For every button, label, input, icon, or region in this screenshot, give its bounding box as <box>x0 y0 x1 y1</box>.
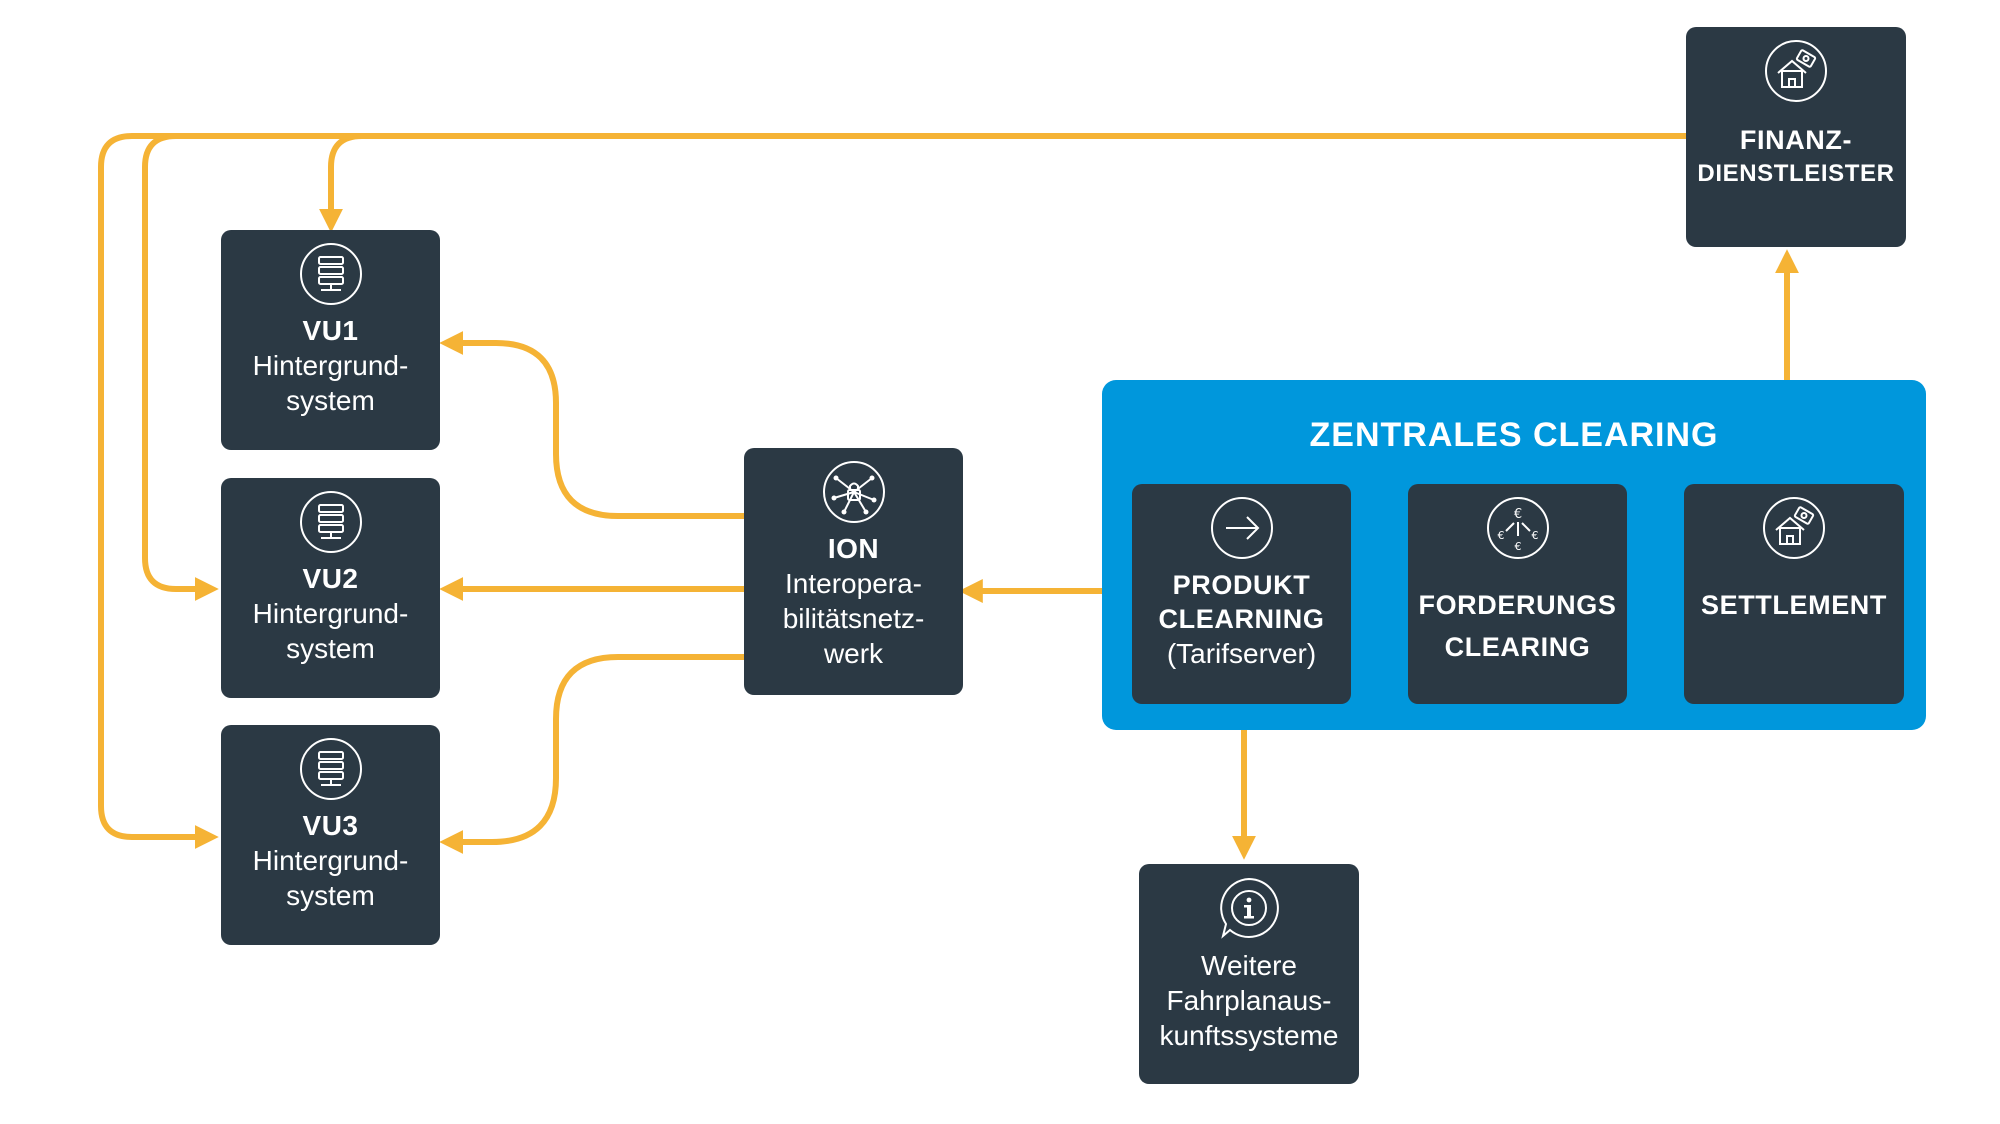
vu2-node: VU2 Hintergrund- system <box>221 478 440 698</box>
svg-text:€: € <box>1513 507 1521 522</box>
vu1-title: VU1 <box>302 315 359 346</box>
server-icon <box>299 243 362 305</box>
weitere-line1: Weitere <box>1201 950 1297 981</box>
ion-title: ION <box>827 533 880 564</box>
produkt-line1: PRODUKT <box>1172 570 1311 600</box>
svg-text:€: € <box>1497 529 1504 542</box>
vu3-line2: system <box>286 880 375 911</box>
finanz-line2: DIENSTLEISTER <box>1697 160 1895 187</box>
vu1-line2: system <box>286 385 375 416</box>
finanz-line1: FINANZ- <box>1739 125 1853 155</box>
arrow-right-icon <box>1210 497 1273 559</box>
forderungs-clearing-node: € € € € FORDERUNGS CLEARING <box>1408 484 1627 704</box>
vu2-line1: Hintergrund- <box>252 598 409 629</box>
vu3-node: VU3 Hintergrund- system <box>221 725 440 945</box>
server-icon <box>299 491 362 553</box>
weitere-line3: kunftssysteme <box>1159 1020 1339 1051</box>
arrow-ion-vu1 <box>439 331 747 519</box>
house-money-icon <box>1765 40 1827 102</box>
produkt-line3: (Tarifserver) <box>1166 638 1317 669</box>
arrow-finanz-vu3 <box>98 133 1689 849</box>
network-lock-icon <box>822 461 885 523</box>
arrow-ion-vu3 <box>439 654 747 854</box>
arrow-finanz-vu1 <box>319 133 1689 233</box>
vu1-line1: Hintergrund- <box>252 350 409 381</box>
zentrales-clearing-title: ZENTRALES CLEARING <box>1309 416 1719 454</box>
forderungs-line1: FORDERUNGS <box>1418 590 1617 620</box>
finanzdienstleister-node: FINANZ- DIENSTLEISTER <box>1686 27 1906 247</box>
vu1-node: VU1 Hintergrund- system <box>221 230 440 450</box>
weitere-fahrplanauskunftssysteme-node: Weitere Fahrplanaus- kunftssysteme <box>1139 864 1359 1084</box>
svg-text:€: € <box>1514 540 1521 553</box>
svg-text:€: € <box>1531 529 1538 542</box>
forderungs-line2: CLEARING <box>1444 632 1591 662</box>
vu3-line1: Hintergrund- <box>252 845 409 876</box>
house-money-icon <box>1763 497 1825 559</box>
vu3-title: VU3 <box>302 810 359 841</box>
produkt-clearing-node: PRODUKT CLEARNING (Tarifserver) <box>1132 484 1351 704</box>
ion-line3: werk <box>823 638 884 669</box>
settlement-node: SETTLEMENT <box>1684 484 1904 704</box>
ion-line1: Interopera- <box>785 568 922 599</box>
produkt-line2: CLEARNING <box>1158 604 1325 634</box>
euro-exchange-icon: € € € € <box>1486 497 1549 559</box>
weitere-line2: Fahrplanaus- <box>1166 985 1332 1016</box>
settlement-label: SETTLEMENT <box>1701 590 1887 620</box>
ion-line2: bilitätsnetz- <box>782 603 925 634</box>
ion-node: ION Interopera- bilitätsnetz- werk <box>744 448 963 695</box>
server-icon <box>299 738 362 800</box>
vu2-line2: system <box>286 633 375 664</box>
info-bubble-icon <box>1220 877 1279 939</box>
vu2-title: VU2 <box>302 563 359 594</box>
